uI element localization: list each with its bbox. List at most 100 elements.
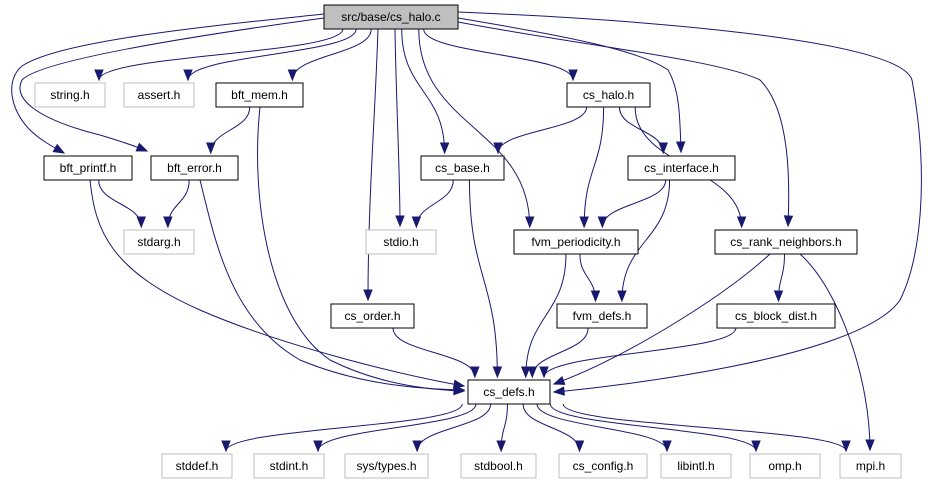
node-fvm-defs-h[interactable]: fvm_defs.h (556, 303, 648, 329)
edge-fvm_periodicity_h-to-fvm_defs_h (579, 253, 601, 303)
edge-arrowhead (751, 440, 761, 453)
node-box (839, 453, 902, 479)
edge-line (19, 17, 325, 152)
edge-arrowhead (395, 215, 405, 228)
node-box (323, 4, 459, 30)
node-stdbool-h: stdbool.h (460, 453, 537, 479)
node-fvm-periodicity-h[interactable]: fvm_periodicity.h (513, 229, 639, 255)
node-box (344, 453, 429, 479)
edge-line (401, 28, 446, 154)
edge-arrowhead (617, 290, 627, 303)
edge-cs_interface_h-to-fvm_defs_h (617, 179, 671, 303)
edge-line (394, 28, 401, 227)
node-label: cs_config.h (573, 459, 634, 473)
node-cs-interface-h[interactable]: cs_interface.h (627, 155, 736, 181)
node-label: cs_halo.h (583, 88, 634, 102)
edge-line (457, 11, 922, 393)
node-cs-defs-h[interactable]: cs_defs.h (467, 379, 551, 405)
node-box (365, 229, 437, 255)
edge-cs_halo_h-to-fvm_periodicity_h (579, 106, 605, 229)
edge-arrowhead (183, 69, 193, 82)
edge-arrowhead (579, 216, 589, 229)
node-label: cs_rank_neighbors.h (730, 235, 841, 249)
edge-cs_halo_c-to-bft_printf_h (11, 13, 325, 154)
edge-line (423, 28, 574, 81)
edge-line (583, 106, 605, 228)
edge-cs_halo_c-to-assert_h (183, 28, 357, 82)
node-box (330, 303, 415, 329)
edge-line (415, 179, 454, 228)
node-label: stdbool.h (474, 459, 523, 473)
edge-cs_halo_c-to-cs_interface_h (457, 17, 686, 154)
edge-arrowhead (470, 366, 480, 379)
edge-cs_defs_h-to-stdint_h (313, 403, 477, 453)
edge-cs_rank_neighbors_h-to-cs_defs_h (552, 253, 771, 385)
edge-arrowhead (527, 366, 537, 379)
node-box (34, 82, 106, 108)
edge-cs_interface_h-to-fvm_periodicity_h (597, 179, 667, 229)
edge-arrowhead (496, 440, 506, 453)
node-bft-mem-h[interactable]: bft_mem.h (215, 82, 304, 108)
node-bft-error-h[interactable]: bft_error.h (150, 155, 239, 181)
node-stdio-h: stdio.h (365, 229, 437, 255)
edge-arrowhead (736, 216, 747, 229)
edge-arrowhead (313, 440, 323, 453)
edge-arrowhead (662, 440, 672, 453)
edge-line (549, 403, 757, 452)
node-label: omp.h (768, 459, 801, 473)
edge-arrowhead (773, 290, 784, 303)
edge-arrowhead (136, 216, 146, 229)
edge-arrowhead (453, 385, 466, 395)
node-label: stdio.h (383, 235, 418, 249)
edge-arrowhead (568, 69, 578, 82)
edge-cs_base_h-to-cs_defs_h (468, 179, 503, 379)
edge-arrowhead (492, 366, 503, 379)
node-box (150, 155, 239, 181)
edge-bft_error_h-to-stdarg_h (163, 179, 190, 229)
node-label: cs_base.h (435, 161, 490, 175)
node-box (123, 82, 195, 108)
node-box (513, 229, 639, 255)
edge-arrowhead (539, 366, 549, 379)
node-bft-printf-h[interactable]: bft_printf.h (43, 155, 133, 181)
edge-line (317, 403, 477, 452)
node-label: fvm_defs.h (573, 309, 632, 323)
edge-arrowhead (552, 386, 565, 396)
edge-arrowhead (363, 289, 373, 302)
edge-bft_printf_h-to-stdarg_h (98, 179, 146, 229)
edge-cs_defs_h-to-libintl_h (536, 403, 672, 453)
edge-bft_printf_h-to-cs_defs_h (89, 179, 466, 389)
edge-cs_halo_c-to-cs_defs_h (457, 11, 922, 396)
node-label: libintl.h (677, 459, 714, 473)
edge-line (225, 403, 463, 452)
node-cs-base-h[interactable]: cs_base.h (420, 155, 505, 181)
edge-cs_halo_c-to-string_h (94, 28, 344, 82)
edge-line (98, 179, 142, 228)
node-box (714, 229, 858, 255)
node-cs-rank-neighbors-h[interactable]: cs_rank_neighbors.h (714, 229, 858, 255)
node-box (253, 453, 325, 479)
node-cs-halo-c[interactable]: src/base/cs_halo.c (323, 4, 459, 30)
edge-line (367, 28, 379, 301)
node-label: sys/types.h (356, 459, 416, 473)
edge-cs_halo_c-to-fvm_periodicity_h (418, 28, 535, 229)
node-label: string.h (50, 88, 89, 102)
edge-arrowhead (597, 216, 608, 229)
edge-arrowhead (521, 366, 531, 379)
edge-arrowhead (163, 216, 173, 229)
node-stdarg-h: stdarg.h (123, 229, 195, 255)
edge-line (799, 253, 871, 451)
edge-arrowhead (841, 440, 851, 453)
edge-line (392, 327, 476, 378)
node-cs-block-dist-h[interactable]: cs_block_dist.h (716, 303, 836, 329)
edge-cs_rank_neighbors_h-to-mpi_h (799, 253, 875, 452)
edge-line (457, 21, 790, 227)
edge-line (210, 106, 251, 154)
edge-line (543, 327, 737, 378)
node-cs-halo-h[interactable]: cs_halo.h (566, 82, 651, 108)
node-cs-order-h[interactable]: cs_order.h (330, 303, 415, 329)
node-label: cs_block_dist.h (735, 309, 817, 323)
node-label: cs_order.h (344, 309, 400, 323)
node-box (161, 453, 233, 479)
